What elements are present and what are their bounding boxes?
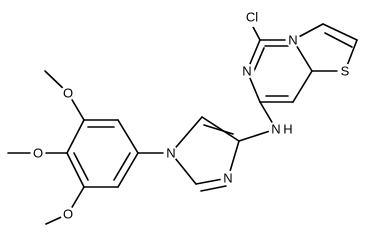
sulfur-atom: S <box>341 64 350 79</box>
atom-bg <box>163 145 179 161</box>
atom-bg <box>220 170 236 186</box>
amine-n-atom: N <box>271 122 280 137</box>
bond-n3-c2-double <box>253 47 265 72</box>
methoxy-o3-atom: O <box>63 207 73 222</box>
bond-c6-c5-double <box>324 32 353 48</box>
bond-im-c4-c5 <box>201 116 240 142</box>
atom-bg <box>337 63 353 79</box>
bond-ph-c4-c5-double <box>73 152 89 181</box>
atoms: Cl N N S N H N N O O O <box>30 7 353 222</box>
imidazole-n3-atom: N <box>223 171 232 186</box>
atom-bg <box>285 32 301 48</box>
atom-bg <box>30 145 46 161</box>
chlorine-atom: Cl <box>246 10 258 25</box>
pyrimidine-n1-atom: N <box>288 33 297 48</box>
atom-bg <box>242 7 262 27</box>
atom-bg <box>268 121 284 137</box>
bond-im-c5-n1 <box>170 116 203 154</box>
bond-c7a-c4a <box>292 70 313 103</box>
methoxy-o2-atom: O <box>33 146 43 161</box>
pyrimidine-n3-atom: N <box>242 64 251 79</box>
amine-h-atom: H <box>283 122 292 137</box>
bond-ph-c6-c1 <box>117 152 139 188</box>
bond-ph-c1-c2 <box>117 119 139 154</box>
bond-im-c2-n3-double <box>200 185 227 192</box>
bond-cl-c2 <box>251 24 261 41</box>
bond-ph-c6-c1-double <box>113 152 131 181</box>
molecule-structure: Cl N N S N H N N O O O <box>7 7 358 225</box>
bond-ph-c4-c5 <box>66 152 85 188</box>
atom-bg <box>60 206 76 222</box>
atom-bg <box>239 63 255 79</box>
methoxy-o1-atom: O <box>63 86 73 101</box>
bond-ph-c3-c4 <box>66 119 85 154</box>
atom-bg <box>60 85 76 101</box>
bond-c6-c5 <box>322 23 358 41</box>
bonds <box>7 23 358 225</box>
bond-im-c4-c5-double <box>203 124 234 135</box>
imidazole-n1-atom: N <box>166 146 175 161</box>
